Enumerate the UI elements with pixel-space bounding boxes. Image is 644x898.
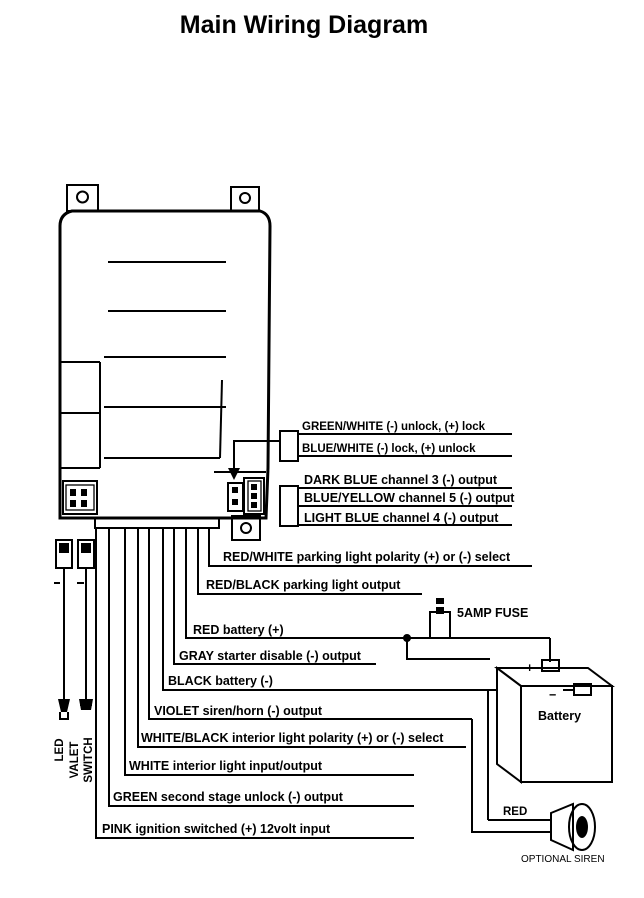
mounting-hole-icon <box>240 522 252 534</box>
channel-connector: DARK BLUE channel 3 (-) output BLUE/YELL… <box>279 473 515 527</box>
channel-header <box>243 477 265 515</box>
fuse-icon <box>429 611 451 639</box>
fuse-label: 5AMP FUSE <box>457 606 528 620</box>
wire-label-red: RED battery (+) <box>193 623 284 637</box>
left-pin-header <box>62 480 98 515</box>
mounting-hole-icon <box>76 190 89 204</box>
battery: + − Battery <box>494 659 615 784</box>
battery-positive-terminal <box>541 659 560 672</box>
wire-label-pink: PINK ignition switched (+) 12volt input <box>102 822 331 836</box>
mounting-tab-left <box>66 184 99 212</box>
wire-label-gray: GRAY starter disable (-) output <box>179 649 362 663</box>
led-icon <box>58 699 70 712</box>
wire-label-white: WHITE interior light input/output <box>129 759 323 773</box>
wire-label-white-black: WHITE/BLACK interior light polarity (+) … <box>141 731 444 745</box>
module-body <box>58 209 272 520</box>
wire-label-dark-blue: DARK BLUE channel 3 (-) output <box>304 473 498 487</box>
wire-label-green: GREEN second stage unlock (-) output <box>113 790 344 804</box>
door-lock-connector: GREEN/WHITE (-) unlock, (+) lock BLUE/WH… <box>228 421 512 480</box>
wire-label-green-white: GREEN/WHITE (-) unlock, (+) lock <box>302 421 486 433</box>
wire-label-red-black: RED/BLACK parking light output <box>206 578 401 592</box>
wire-label-black: BLACK battery (-) <box>168 674 273 688</box>
page-title: Main Wiring Diagram <box>180 11 428 39</box>
siren-wire-label: RED <box>503 806 527 818</box>
wire-label-blue-yellow: BLUE/YELLOW channel 5 (-) output <box>304 491 515 505</box>
valet-switch-assembly: VALET SWITCH <box>69 539 95 783</box>
led-assembly: LED <box>54 539 73 762</box>
minus-sign: − <box>549 688 556 702</box>
mounting-hole-icon <box>239 192 251 204</box>
led-label: LED <box>54 739 66 762</box>
optional-siren: RED OPTIONAL SIREN <box>471 690 605 865</box>
fuse-assembly: 5AMP FUSE <box>403 598 551 662</box>
wire-label-light-blue: LIGHT BLUE channel 4 (-) output <box>304 511 499 525</box>
arrow-down-icon <box>228 468 240 480</box>
harness-connector <box>94 517 220 529</box>
mounting-tab-right <box>230 186 260 212</box>
wire-label-blue-white: BLUE/WHITE (-) lock, (+) unlock <box>302 443 476 455</box>
wire-label-violet: VIOLET siren/horn (-) output <box>154 704 323 718</box>
valet-label-line2: SWITCH <box>83 737 95 782</box>
mounting-tab-bottom <box>231 515 261 541</box>
control-module <box>58 184 272 541</box>
plus-sign: + <box>526 661 533 675</box>
wire-label-red-white: RED/WHITE parking light polarity (+) or … <box>223 550 511 564</box>
valet-label-line1: VALET <box>69 742 81 779</box>
battery-label: Battery <box>538 709 581 723</box>
main-harness: RED/WHITE parking light polarity (+) or … <box>95 528 532 839</box>
siren-label: OPTIONAL SIREN <box>521 854 605 865</box>
